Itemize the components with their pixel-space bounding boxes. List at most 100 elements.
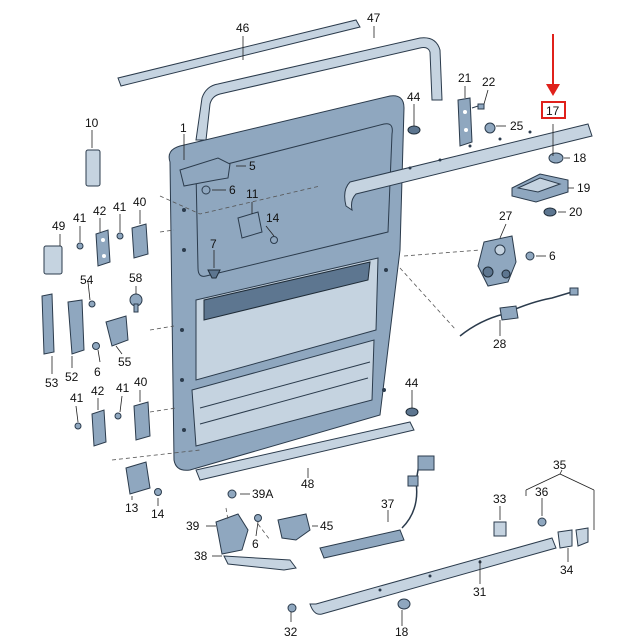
- assembly-lines: [111, 185, 481, 541]
- label-21: 21: [458, 71, 472, 85]
- label-32: 32: [284, 625, 298, 639]
- label-41-upper-a: 41: [73, 211, 87, 225]
- label-22: 22: [482, 75, 496, 89]
- label-37: 37: [381, 497, 395, 511]
- part-46-roof-seal-strip: [117, 19, 361, 87]
- part-14-screw-lower: [154, 488, 162, 496]
- part-19-roller-carriage: [511, 173, 569, 203]
- part-54-bolt: [88, 300, 96, 308]
- part-42-hinge-upper: [95, 229, 111, 267]
- part-14-screw-upper: [270, 236, 278, 244]
- label-25: 25: [510, 119, 524, 133]
- label-47: 47: [367, 11, 381, 25]
- label-33: 33: [493, 492, 507, 506]
- part-11-bracket: [237, 211, 263, 239]
- label-54: 54: [80, 273, 94, 287]
- label-11: 11: [246, 187, 259, 201]
- highlight-arrow: [546, 34, 560, 96]
- part-20-buffer: [543, 207, 557, 217]
- label-44-upper: 44: [407, 90, 421, 104]
- part-48-sill-trim: [195, 421, 415, 481]
- part-21-hinge-bracket: [457, 97, 473, 147]
- part-10-cap: [85, 149, 101, 187]
- label-6-bottom: 6: [252, 537, 259, 551]
- part-44-bumper-lower: [405, 407, 419, 417]
- label-6-upper: 6: [229, 183, 236, 197]
- label-6-right: 6: [549, 249, 556, 263]
- label-53: 53: [45, 376, 59, 390]
- part-44-bumper-upper: [407, 125, 421, 135]
- label-49: 49: [52, 219, 66, 233]
- label-1: 1: [180, 121, 187, 135]
- label-35: 35: [553, 458, 567, 472]
- label-6-lower-left: 6: [94, 365, 101, 379]
- label-27: 27: [499, 209, 513, 223]
- part-40-hinge-half-lower: [133, 401, 151, 441]
- part-7-clip: [207, 269, 221, 279]
- part-42-hinge-lower: [91, 409, 107, 447]
- part-25-stud: [484, 122, 496, 134]
- label-34: 34: [560, 563, 574, 577]
- part-39a-bolt: [227, 489, 237, 499]
- part-22-bolt: [471, 103, 485, 110]
- part-49-plate: [43, 245, 63, 275]
- label-20: 20: [569, 205, 583, 219]
- label-14-lower: 14: [151, 507, 165, 521]
- part-33-pad: [493, 521, 507, 537]
- label-19: 19: [577, 181, 591, 195]
- part-18-cap-lower: [397, 598, 411, 610]
- label-46: 46: [236, 21, 250, 35]
- part-labels: 1 5 6 7 10 11 14 46 47 17 18 19 20 21 22…: [45, 11, 591, 639]
- label-55: 55: [118, 355, 132, 369]
- part-6-bolt-lower-left: [92, 342, 100, 350]
- part-28-cable: [459, 287, 579, 337]
- part-47-window-frame-seal: [195, 37, 443, 141]
- part-41-bolts-lower: [74, 412, 122, 430]
- part-1-door-panel: [168, 95, 405, 471]
- label-14-upper: 14: [266, 211, 280, 225]
- label-17: 17: [546, 104, 560, 118]
- label-38: 38: [194, 549, 208, 563]
- part-5-striker: [179, 157, 231, 187]
- part-27-lock-mechanism: [477, 235, 517, 287]
- label-52: 52: [65, 370, 79, 384]
- part-13-hinge-block: [125, 461, 151, 495]
- label-41-lower-a: 41: [70, 391, 84, 405]
- part-36-bolt: [537, 517, 547, 527]
- part-52-handle-bracket: [67, 299, 85, 355]
- highlight-box-17: [541, 101, 566, 119]
- label-48: 48: [301, 477, 315, 491]
- part-58-pin: [129, 293, 143, 313]
- part-40-hinge-half-upper: [131, 223, 149, 259]
- part-34-end-caps: [557, 527, 589, 549]
- part-31-lower-rail: [309, 537, 557, 615]
- label-39a: 39A: [252, 487, 273, 501]
- part-39-lower-carriage: [215, 513, 249, 555]
- part-18-cap-upper: [548, 152, 564, 164]
- label-7: 7: [210, 237, 217, 251]
- part-6-bolt-right: [525, 251, 535, 261]
- label-42-upper: 42: [93, 204, 107, 218]
- part-41-bolts-upper: [76, 232, 124, 250]
- part-6-bolt-upper: [201, 185, 211, 195]
- part-53-handle: [41, 293, 55, 355]
- label-28: 28: [493, 337, 507, 351]
- part-55-bracket: [105, 315, 129, 347]
- label-39: 39: [186, 519, 200, 533]
- label-42-lower: 42: [91, 384, 105, 398]
- label-40-upper: 40: [133, 195, 147, 209]
- part-17-upper-guide-rail: [344, 123, 593, 212]
- part-6-bolt-bottom: [254, 514, 262, 522]
- part-38-guide-arm: [223, 555, 297, 571]
- part-37-cable-harness: [319, 455, 435, 559]
- label-5: 5: [249, 159, 256, 173]
- label-45: 45: [320, 519, 334, 533]
- label-41-upper-b: 41: [113, 200, 127, 214]
- label-36: 36: [535, 485, 549, 499]
- label-58: 58: [129, 271, 143, 285]
- label-18-lower: 18: [395, 625, 409, 639]
- label-41-lower-b: 41: [116, 381, 130, 395]
- label-13: 13: [125, 501, 139, 515]
- label-40-lower: 40: [134, 375, 148, 389]
